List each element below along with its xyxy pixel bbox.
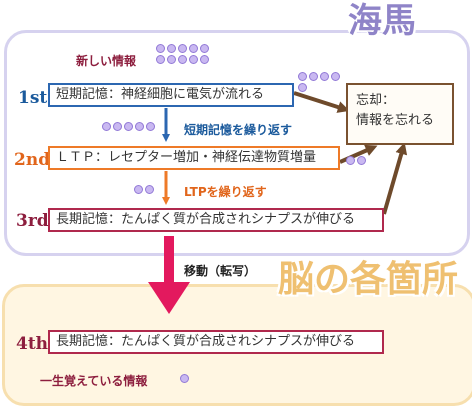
repeat-ltp-dots bbox=[134, 185, 158, 194]
ltp-dots bbox=[346, 156, 376, 165]
hippocampus-title: 海馬 bbox=[348, 1, 416, 41]
lifelong-info-label: 一生覚えている情報 bbox=[40, 374, 148, 388]
arrow-short-to-forget bbox=[293, 91, 350, 113]
forgetting-title: 忘却： bbox=[356, 93, 396, 108]
arrow-move-head bbox=[148, 282, 190, 314]
forgetting-description: 情報を忘れる bbox=[356, 113, 435, 128]
long-term-memory-box: 長期記憶：たんぱく質が合成されシナプスが伸びる bbox=[48, 208, 384, 232]
ltp-text: ＬＴＰ：レセプター増加・神経伝達物質増量 bbox=[56, 150, 317, 165]
short-term-memory-text: 短期記憶：神経細胞に電気が流れる bbox=[56, 87, 265, 102]
short-term-memory-box: 短期記憶：神経細胞に電気が流れる bbox=[48, 83, 294, 107]
lifelong-info-dots bbox=[180, 374, 192, 383]
brain-areas-title: 脳の各箇所 bbox=[277, 259, 458, 300]
step-label-2nd: 2nd bbox=[14, 150, 51, 170]
new-info-label: 新しい情報 bbox=[76, 54, 137, 68]
step-label-4th: 4th bbox=[16, 334, 49, 354]
long-term-memory-text: 長期記憶：たんぱく質が合成されシナプスが伸びる bbox=[56, 212, 356, 227]
ltp-box: ＬＴＰ：レセプター増加・神経伝達物質増量 bbox=[48, 146, 340, 170]
move-transcription-label: 移動（転写） bbox=[184, 264, 257, 278]
new-info-dots bbox=[156, 44, 216, 64]
arrow-long-to-forget bbox=[382, 142, 408, 215]
short-term-dots bbox=[298, 72, 348, 92]
long-term-memory-moved-box: 長期記憶：たんぱく質が合成されシナプスが伸びる bbox=[48, 330, 384, 354]
forgetting-box: 忘却： 情報を忘れる bbox=[346, 83, 454, 145]
repeat-short-dots bbox=[102, 122, 162, 131]
long-term-memory-moved-text: 長期記憶：たんぱく質が合成されシナプスが伸びる bbox=[56, 334, 356, 349]
repeat-short-label: 短期記憶を繰り返す bbox=[184, 123, 293, 137]
step-label-3rd: 3rd bbox=[16, 211, 49, 231]
arrow-ltp-to-forget bbox=[339, 144, 378, 164]
step-label-1st: 1st bbox=[18, 88, 48, 108]
arrow-move-shaft bbox=[164, 236, 174, 284]
repeat-ltp-label: LTPを繰り返す bbox=[184, 185, 267, 199]
